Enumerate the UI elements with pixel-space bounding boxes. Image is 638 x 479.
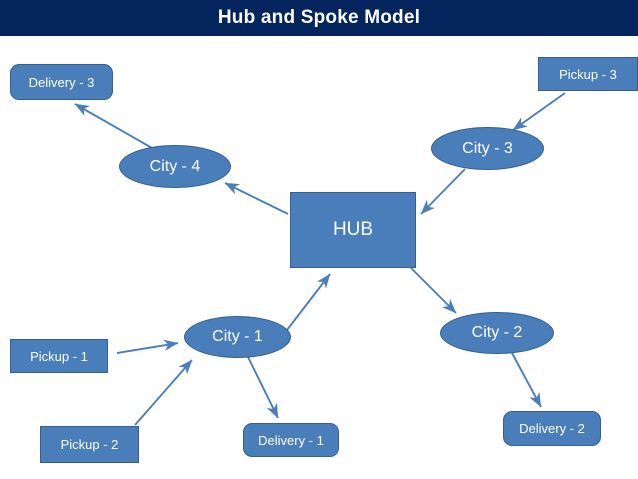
node-label: Delivery - 1 (258, 432, 324, 448)
node-city-4[interactable]: City - 4 (119, 145, 231, 188)
connector-arrow (74, 103, 153, 149)
connector-arrow (410, 267, 457, 314)
connector-arrow (420, 168, 466, 215)
connector-arrow (511, 352, 542, 408)
connector-arrow (247, 356, 279, 419)
node-delivery-3[interactable]: Delivery - 3 (10, 64, 113, 100)
node-label: Pickup - 3 (559, 66, 617, 82)
connector-arrow (286, 273, 331, 331)
node-label: City - 3 (462, 139, 513, 157)
title-bar: Hub and Spoke Model (0, 0, 638, 36)
node-pickup-3[interactable]: Pickup - 3 (538, 57, 638, 91)
node-delivery-1[interactable]: Delivery - 1 (243, 423, 339, 457)
node-label: City - 1 (212, 328, 263, 345)
connector-arrow (134, 359, 193, 426)
node-label: Delivery - 3 (28, 74, 95, 90)
node-pickup-2[interactable]: Pickup - 2 (40, 426, 139, 463)
node-label: Pickup - 2 (60, 437, 119, 452)
node-label: Delivery - 2 (519, 421, 585, 436)
node-label: City - 2 (471, 324, 523, 341)
node-city-3[interactable]: City - 3 (431, 127, 544, 170)
node-city-1[interactable]: City - 1 (184, 316, 291, 358)
connector-arrow (224, 182, 289, 215)
connector-arrow (512, 92, 566, 131)
node-label: City - 4 (149, 157, 201, 175)
page-title: Hub and Spoke Model (217, 7, 421, 28)
node-pickup-1[interactable]: Pickup - 1 (10, 339, 108, 373)
node-city-2[interactable]: City - 2 (440, 312, 554, 354)
connector-arrow (116, 339, 179, 354)
node-label: Pickup - 1 (30, 348, 88, 364)
node-label: HUB (332, 219, 374, 240)
node-hub[interactable]: HUB (290, 192, 416, 268)
node-delivery-2[interactable]: Delivery - 2 (503, 411, 601, 446)
